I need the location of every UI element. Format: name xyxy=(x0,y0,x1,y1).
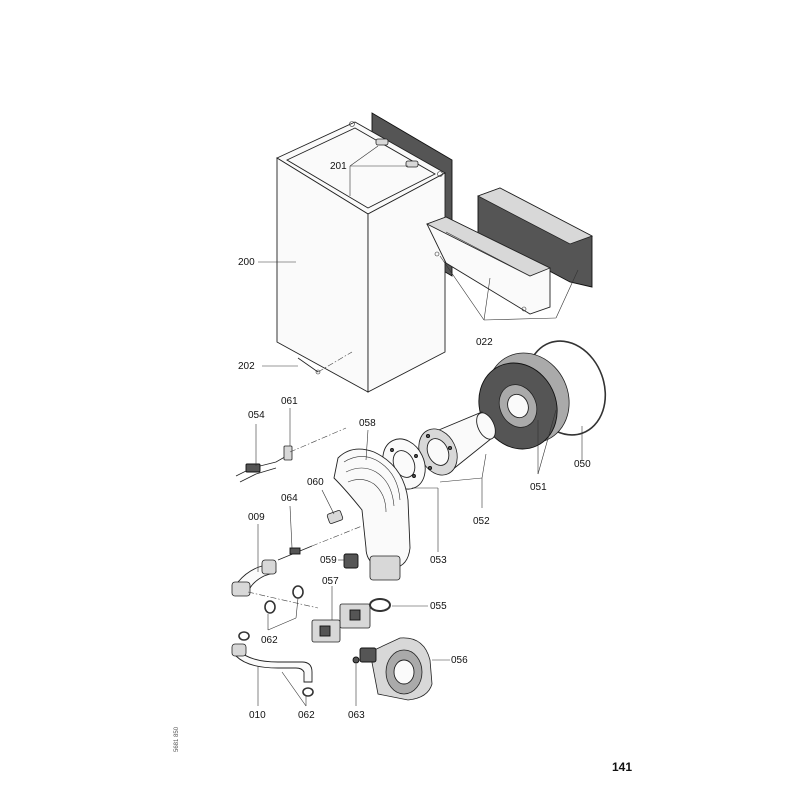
electrode-054 xyxy=(235,427,347,483)
side-code: 5681 850 xyxy=(174,726,180,752)
seals-062 xyxy=(238,585,314,697)
rod-064 xyxy=(277,525,363,561)
label-063: 063 xyxy=(348,710,365,721)
label-061: 061 xyxy=(281,396,298,407)
clip-060 xyxy=(326,510,344,524)
o-ring-055 xyxy=(369,598,391,612)
fan-056 xyxy=(359,637,433,701)
page-number: 141 xyxy=(612,760,632,774)
burner-housing-058 xyxy=(333,448,411,581)
label-009: 009 xyxy=(248,512,265,523)
label-062-top: 062 xyxy=(261,635,278,646)
casing-200 xyxy=(276,112,453,393)
label-054: 054 xyxy=(248,410,265,421)
leader-lines xyxy=(255,145,583,707)
part-labels: 201 200 022 202 054 061 058 050 051 060 … xyxy=(238,161,591,721)
label-050: 050 xyxy=(574,459,591,470)
insulation-block-051 xyxy=(478,352,570,450)
label-059: 059 xyxy=(320,555,337,566)
label-062-bottom: 062 xyxy=(298,710,315,721)
label-200: 200 xyxy=(238,257,255,268)
label-060: 060 xyxy=(307,477,324,488)
combustion-tube-052 xyxy=(418,411,496,476)
screw-202 xyxy=(297,351,353,375)
screw-063 xyxy=(352,656,360,664)
label-022: 022 xyxy=(476,337,493,348)
gas-pipe-009 xyxy=(231,559,319,609)
label-064: 064 xyxy=(281,493,298,504)
label-053: 053 xyxy=(430,555,447,566)
panels-022 xyxy=(425,187,593,315)
label-201: 201 xyxy=(330,161,347,172)
label-055: 055 xyxy=(430,601,447,612)
label-202: 202 xyxy=(238,361,255,372)
gas-valve-057 xyxy=(311,603,371,643)
gas-tube-010 xyxy=(231,643,313,683)
label-056: 056 xyxy=(451,655,468,666)
label-058: 058 xyxy=(359,418,376,429)
label-052: 052 xyxy=(473,516,490,527)
label-057: 057 xyxy=(322,576,339,587)
label-010: 010 xyxy=(249,710,266,721)
label-051: 051 xyxy=(530,482,547,493)
